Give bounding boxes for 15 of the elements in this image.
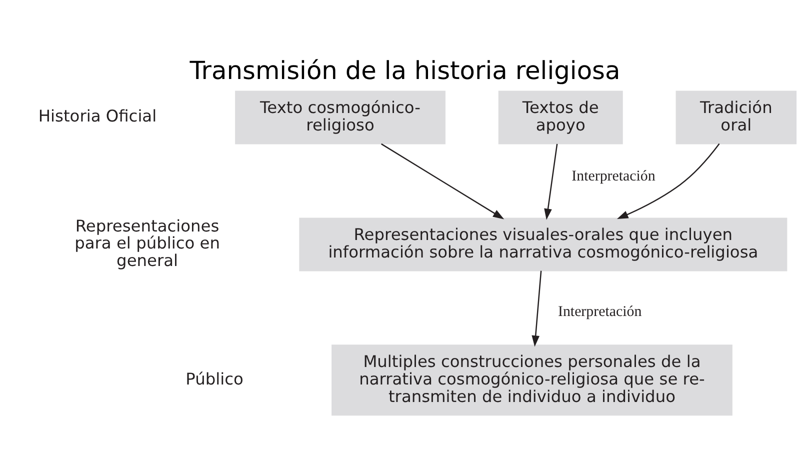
node-box: Multiples construcciones personales de la narrativa cosmogónico-religiosa que se re-transmiten de individuo a individuo [331,344,732,416]
arrow [616,142,720,219]
arrow [531,270,542,346]
arrow [544,143,558,220]
node-box: Textos de apoyo [498,90,622,144]
node-box: Texto cosmogónico-religioso [234,90,445,144]
edge-label: Interpretación [571,168,655,184]
label: Historia Oficial [38,106,156,126]
node-box: Tradición oral [675,90,796,144]
diagram-title: Transmisión de la historia religiosa [189,55,620,84]
node-box: Representaciones visuales-orales que incluyen información sobre la narrativa cosmogónico-religiosa [298,217,787,271]
label: Representaciones para el público en general [74,216,220,270]
arrow [380,142,504,219]
label: Público [185,368,243,388]
edge-label: Interpretación [557,304,642,320]
